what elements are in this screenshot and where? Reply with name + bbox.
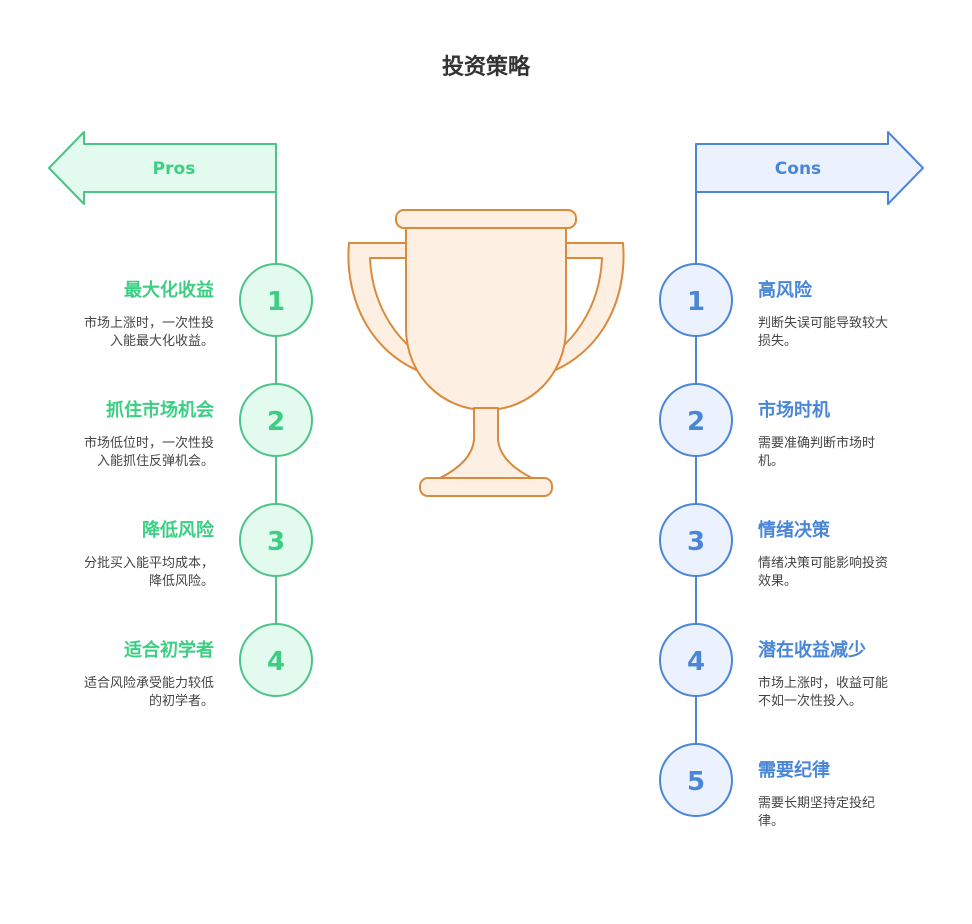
pros-item-heading: 最大化收益 (124, 279, 214, 301)
trophy-base (419, 477, 553, 497)
cons-label: Cons (775, 159, 821, 179)
trophy-icon (347, 209, 625, 497)
cons-item-description: 情绪决策可能影响投资 (758, 555, 888, 571)
cons-item-number: 5 (687, 767, 705, 797)
cons-number-circle (659, 623, 733, 697)
cons-item-heading: 市场时机 (758, 399, 830, 421)
pros-item-description: 分批买入能平均成本， (84, 556, 214, 571)
pros-item-description: 的初学者。 (149, 693, 214, 709)
cons-item-description: 判断失误可能导致较大 (758, 316, 888, 331)
pros-number-circle (239, 383, 313, 457)
cons-item-number: 4 (687, 647, 705, 677)
cons-item-description: 效果。 (758, 574, 797, 589)
pros-item-description: 降低风险。 (149, 574, 214, 589)
pros-item-number: 1 (267, 287, 285, 317)
cons-item-description: 不如一次性投入。 (758, 693, 862, 709)
pros-number-circle (239, 263, 313, 337)
cons-item-description: 需要长期坚持定投纪 (758, 795, 875, 811)
pros-item-description: 市场上涨时，一次性投 (84, 315, 214, 331)
pros-item-description: 市场低位时，一次性投 (84, 435, 214, 451)
trophy-rim (395, 209, 577, 229)
cons-item-description: 市场上涨时，收益可能 (758, 675, 888, 691)
diagram-title: 投资策略 (442, 54, 531, 80)
cons-item-description: 需要准确判断市场时 (758, 435, 875, 451)
trophy-stem (439, 407, 533, 479)
cons-item-heading: 潜在收益减少 (758, 639, 866, 661)
cons-number-circle (659, 383, 733, 457)
pros-item-heading: 抓住市场机会 (106, 399, 214, 421)
cons-item-number: 1 (687, 287, 705, 317)
pros-item-description: 入能最大化收益。 (110, 334, 214, 349)
pros-arrow-banner (48, 131, 277, 205)
pros-item-description: 适合风险承受能力较低 (84, 676, 214, 691)
cons-item-description: 损失。 (758, 334, 797, 349)
cons-number-circle (659, 263, 733, 337)
cons-item-number: 3 (687, 527, 705, 557)
cons-item-heading: 高风险 (758, 279, 813, 301)
trophy-cup (405, 225, 567, 411)
pros-number-circle (239, 623, 313, 697)
cons-number-circle (659, 743, 733, 817)
pros-item-number: 2 (267, 407, 285, 437)
pros-item-heading: 适合初学者 (124, 639, 214, 661)
cons-arrow-banner (695, 131, 924, 205)
pros-item-description: 入能抓住反弹机会。 (97, 454, 214, 469)
cons-item-heading: 情绪决策 (758, 519, 831, 541)
pros-label: Pros (153, 159, 196, 179)
cons-item-number: 2 (687, 407, 705, 437)
pros-number-circle (239, 503, 313, 577)
pros-item-number: 3 (267, 527, 285, 557)
cons-item-description: 机。 (758, 454, 784, 469)
cons-item-description: 律。 (758, 814, 784, 829)
pros-item-number: 4 (267, 647, 285, 677)
pros-item-heading: 降低风险 (142, 519, 215, 541)
cons-number-circle (659, 503, 733, 577)
cons-item-heading: 需要纪律 (758, 759, 830, 781)
